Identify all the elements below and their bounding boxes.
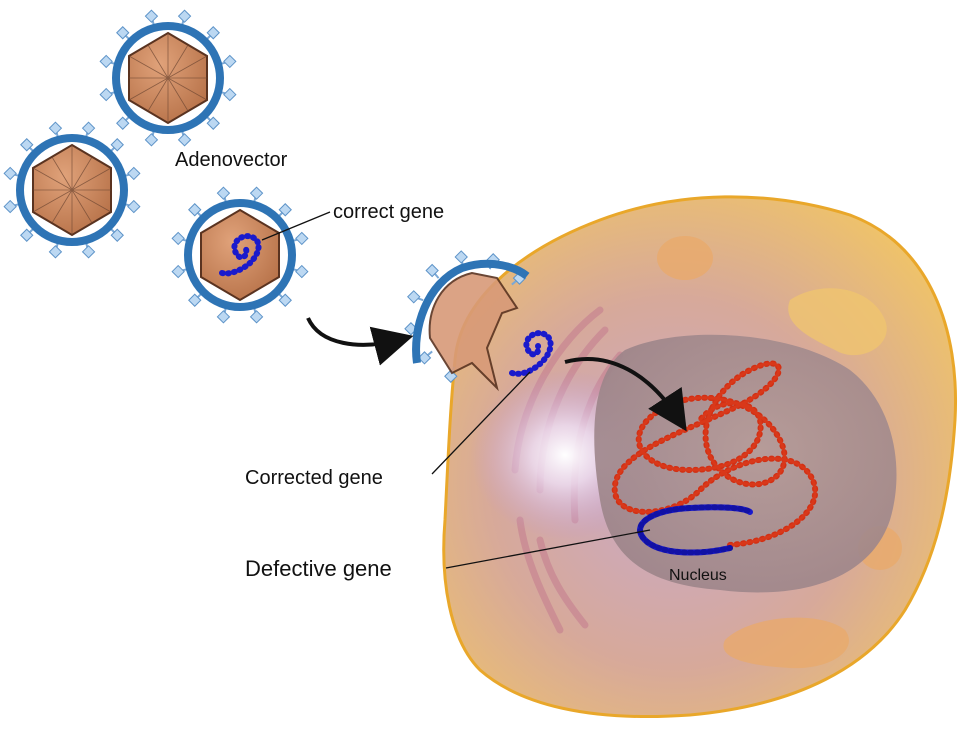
spike-knob (177, 9, 192, 23)
curved-arrow-icon (564, 357, 687, 432)
spike-knob (144, 9, 159, 23)
correct-gene-label: correct gene (333, 201, 444, 223)
spike-knob (278, 203, 292, 217)
spike-knob (3, 166, 17, 181)
spike-knob (188, 293, 202, 307)
spike-knob (295, 231, 309, 246)
organelle (723, 617, 849, 669)
spike-knob (144, 133, 159, 147)
spike-knob (206, 116, 220, 130)
spike-knob (48, 121, 63, 135)
dna-strand (613, 362, 817, 547)
adenovirus-particle-icon (99, 9, 237, 147)
spike-knob (407, 290, 421, 304)
spike-knob (206, 26, 220, 40)
spike-knob (223, 54, 237, 69)
spike-knob (127, 199, 141, 214)
spike-knob (171, 231, 185, 246)
spike-knob (116, 116, 130, 130)
spike-knob (20, 228, 34, 242)
adenovirus-with-gene (171, 186, 309, 324)
spike-knob (417, 351, 432, 365)
spike-knob (171, 264, 185, 279)
spike-knob (223, 87, 237, 102)
organelle (657, 236, 713, 280)
correct-gene-strand (219, 233, 262, 277)
spike-knob (278, 293, 292, 307)
spike-knob (99, 54, 113, 69)
spike-knob (295, 264, 309, 279)
spike-knob (249, 310, 264, 324)
spike-knob (81, 245, 96, 259)
defective-gene-strand (637, 504, 753, 556)
spike-knob (110, 138, 124, 152)
spike-knob (116, 26, 130, 40)
spike-knob (216, 186, 231, 200)
adenovirus-entering-cell (404, 250, 554, 392)
spike-knob (20, 138, 34, 152)
spike-knob (110, 228, 124, 242)
leader-line (445, 529, 651, 569)
spike-knob (48, 245, 63, 259)
leader-line (261, 211, 331, 241)
defective-gene-label: Defective gene (245, 556, 392, 581)
spike-knob (127, 166, 141, 181)
leader-line (431, 371, 531, 475)
organelle (788, 288, 887, 356)
nucleus-label: Nucleus (669, 567, 727, 584)
spike-knob (216, 310, 231, 324)
spike-knob (444, 369, 458, 383)
spike-knob (99, 87, 113, 102)
spike-knob (177, 133, 192, 147)
spike-knob (249, 186, 264, 200)
spike-knob (454, 250, 468, 264)
adenovector-label: Adenovector (175, 149, 288, 171)
adenovirus-particle-icon (3, 121, 141, 259)
curved-arrow-icon (306, 317, 414, 366)
spike-knob (188, 203, 202, 217)
spike-knob (425, 263, 439, 278)
released-gene-strand (509, 330, 554, 377)
spike-knob (81, 121, 96, 135)
corrected-gene-label: Corrected gene (245, 467, 383, 489)
spike-knob (3, 199, 17, 214)
